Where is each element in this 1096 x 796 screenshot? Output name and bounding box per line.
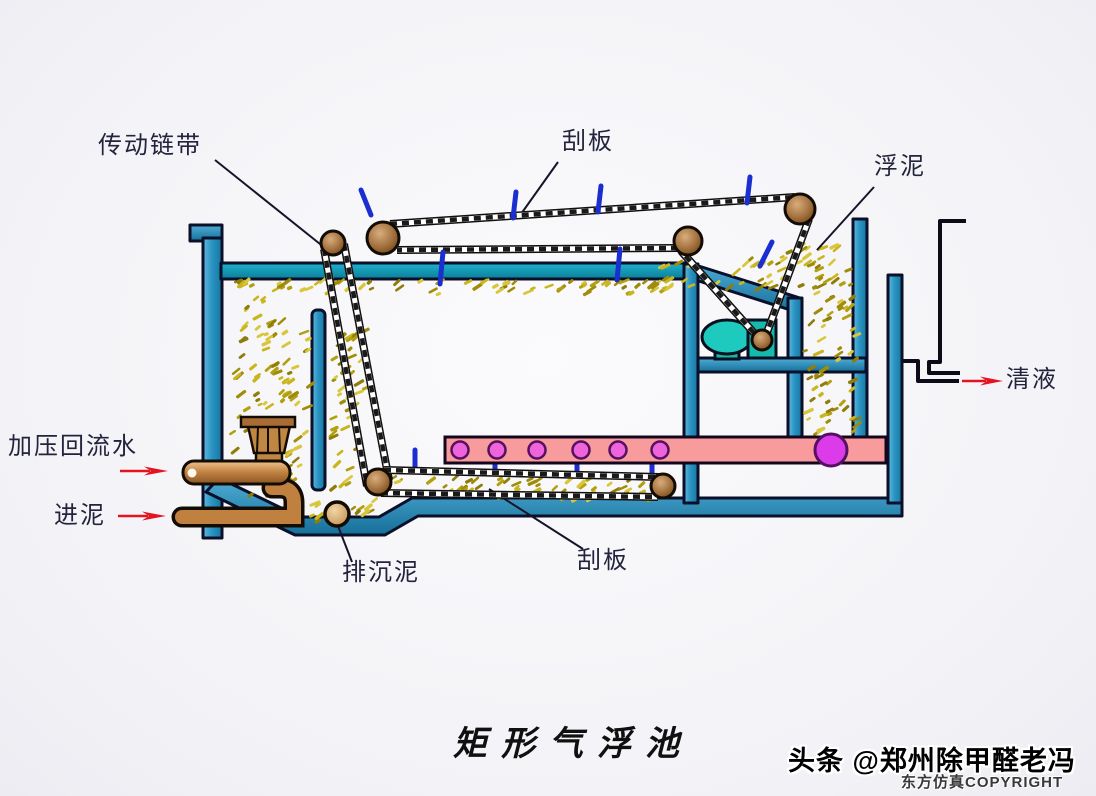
- funnel-flange: [239, 415, 297, 429]
- leader-drive-chain: [214, 159, 326, 249]
- flotation-partition: [682, 262, 700, 505]
- label-scraper-top: 刮板: [562, 129, 614, 155]
- sludge-pipe: [175, 481, 301, 524]
- scraper-chains: [320, 193, 813, 501]
- tank-structure: [188, 217, 904, 540]
- label-drive-chain: 传动链带: [98, 133, 202, 159]
- return-water-arrow-icon: [120, 466, 168, 476]
- pulley-top-right: [783, 192, 817, 226]
- weir-pipe-outer: [927, 219, 966, 375]
- label-clear-liquid: 清液: [1006, 367, 1058, 393]
- pulley-head: [365, 220, 401, 256]
- leader-scraper-top: [520, 161, 559, 215]
- sludge-inlet-arrow-icon: [118, 511, 166, 521]
- diagram-caption: 矩形气浮池: [453, 726, 693, 763]
- leader-lines: [214, 159, 875, 563]
- outlet-weir: [903, 219, 966, 383]
- pipe-opening-highlight: [187, 468, 197, 478]
- watermark-copyright: 东方仿真COPYRIGHT: [901, 774, 1064, 791]
- pulley-bottom-left: [363, 467, 393, 497]
- pulley-left-top: [319, 229, 347, 257]
- right-outer-wall: [886, 273, 904, 505]
- leader-scraper-bottom: [488, 488, 584, 550]
- scraper-blades: [358, 174, 775, 287]
- label-scraper-bottom: 刮板: [577, 548, 629, 574]
- label-scum: 浮泥: [874, 154, 926, 180]
- label-sediment: 排沉泥: [342, 560, 420, 586]
- leader-scum: [816, 186, 875, 251]
- label-return-water: 加压回流水: [8, 434, 138, 460]
- diffuser-bar-group: [412, 432, 888, 480]
- sediment-drain: [323, 500, 351, 528]
- air-bubbles: [450, 432, 849, 468]
- inlet-baffle: [310, 308, 327, 492]
- clear-liquid-arrow-icon: [962, 376, 1003, 386]
- pulley-bottom-right: [649, 472, 677, 500]
- chain-pulleys: [319, 192, 817, 500]
- large-bubble: [813, 432, 849, 468]
- weir-pipe-inner: [903, 359, 959, 383]
- inlet-pipes: [171, 415, 351, 528]
- flow-arrows: [118, 376, 1003, 521]
- watermark-author: 头条 @郑州除甲醛老冯: [788, 746, 1076, 776]
- return-water-pipe: [181, 459, 292, 486]
- pulley-mid: [672, 225, 704, 257]
- label-sludge-inlet: 进泥: [54, 503, 106, 529]
- leader-sediment: [337, 525, 353, 563]
- pulley-gearbox: [750, 328, 774, 352]
